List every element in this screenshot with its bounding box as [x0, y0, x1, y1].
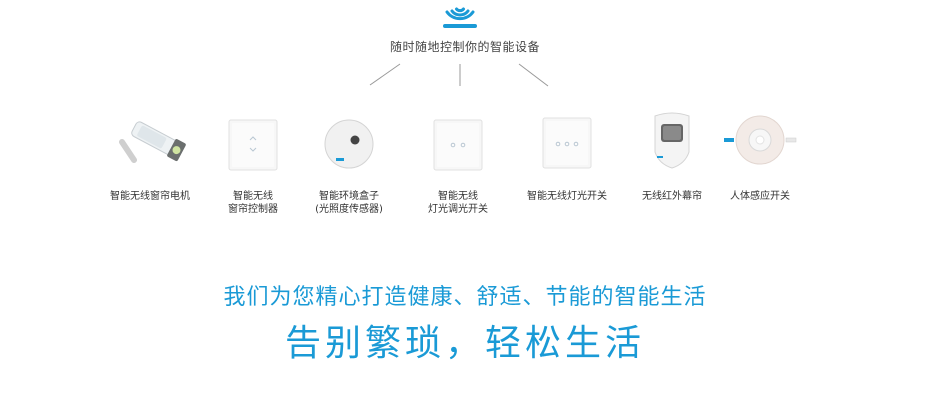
device-label-environment-box: 智能环境盒子 (光照度传感器): [315, 191, 383, 215]
device-label-motion-sensor: 人体感应开关: [730, 191, 790, 202]
headline: 告别繁琐，轻松生活: [284, 323, 645, 364]
device-curtain-controller[interactable]: [226, 112, 280, 176]
environment-box-icon: [324, 119, 374, 169]
device-light-switch[interactable]: [540, 112, 594, 176]
curtain-controller-icon: [228, 119, 278, 171]
device-label-infrared-curtain: 无线红外幕帘: [642, 191, 702, 202]
connector-lines: [369, 63, 549, 87]
wireless-signal-icon: [443, 7, 477, 28]
infrared-curtain-icon: [654, 112, 690, 169]
curtain-motor-icon: [119, 121, 186, 163]
device-label-dimmer-switch: 智能无线 灯光调光开关: [428, 191, 488, 215]
device-infrared-curtain[interactable]: [645, 112, 699, 176]
motion-sensor-icon: [724, 115, 797, 165]
device-curtain-motor[interactable]: [112, 112, 192, 176]
slogan: 我们为您精心打造健康、舒适、节能的智能生活: [223, 285, 707, 310]
device-label-curtain-controller: 智能无线 窗帘控制器: [228, 191, 278, 215]
tagline: 随时随地控制你的智能设备: [389, 40, 540, 54]
device-label-light-switch: 智能无线灯光开关: [527, 191, 607, 202]
device-environment-box[interactable]: [322, 112, 376, 176]
light-switch-icon: [542, 117, 592, 169]
dimmer-switch-icon: [433, 119, 483, 171]
device-label-curtain-motor: 智能无线窗帘电机: [110, 191, 190, 202]
device-motion-sensor[interactable]: [722, 112, 798, 176]
device-dimmer-switch[interactable]: [431, 112, 485, 176]
